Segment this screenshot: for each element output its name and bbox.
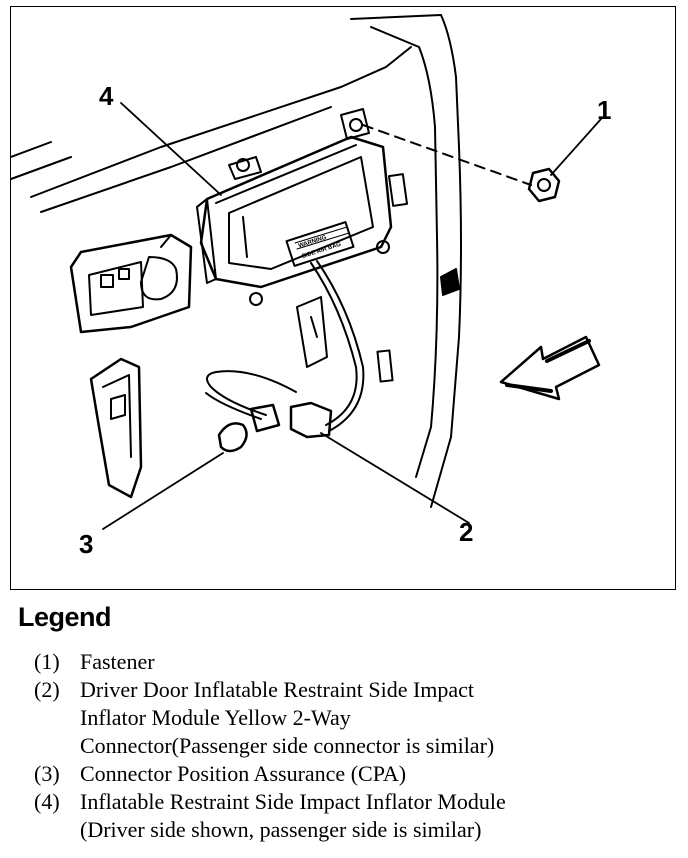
legend-item-number: (1) <box>34 649 60 674</box>
door-diagram: WARNING SIDE AIR BAG 1 2 3 4 <box>10 6 676 590</box>
callout-3: 3 <box>79 529 94 559</box>
legend-item-number: (2) <box>34 677 60 702</box>
lower-bracket <box>89 357 143 499</box>
door-inner-edge <box>370 26 439 478</box>
legend-list: (1) Fastener (2) Driver Door Inflatable … <box>34 648 506 844</box>
legend-item: (2) Driver Door Inflatable Restraint Sid… <box>34 676 506 760</box>
connector-2-way <box>289 401 333 439</box>
stud-top-right <box>349 118 363 132</box>
legend-item: (3) Connector Position Assurance (CPA) <box>34 760 506 788</box>
stud-bottom-left <box>249 292 263 306</box>
door-panel-line-2 <box>40 106 332 213</box>
door-panel-top <box>30 46 412 198</box>
direction-arrow <box>499 335 601 401</box>
fastener-path <box>362 124 532 186</box>
door-illustration: WARNING SIDE AIR BAG <box>11 14 602 530</box>
legend-item-text: Inflatable Restraint Side Impact Inflato… <box>80 789 506 842</box>
leader-1 <box>550 118 602 176</box>
callout-2: 2 <box>459 517 474 547</box>
stud-top-left <box>236 158 250 172</box>
inflator-module <box>199 135 393 289</box>
cpa-clip <box>217 422 248 453</box>
door-frame <box>350 14 462 508</box>
legend-item-number: (4) <box>34 789 60 814</box>
legend-item: (4) Inflatable Restraint Side Impact Inf… <box>34 788 506 844</box>
leader-3 <box>102 452 224 530</box>
legend-item-text: Driver Door Inflatable Restraint Side Im… <box>80 677 495 758</box>
callout-1: 1 <box>597 95 612 125</box>
leader-4 <box>120 102 222 196</box>
legend-item: (1) Fastener <box>34 648 506 676</box>
fastener-nut <box>527 167 561 203</box>
latch-bracket <box>69 233 193 334</box>
wiring-harness <box>310 262 358 426</box>
stud-bottom-right <box>376 240 390 254</box>
legend-title: Legend <box>18 602 112 632</box>
leader-2 <box>320 432 470 524</box>
legend-item-number: (3) <box>34 761 60 786</box>
legend-item-text: Fastener <box>80 649 155 674</box>
legend-item-text: Connector Position Assurance (CPA) <box>80 761 407 786</box>
callout-4: 4 <box>99 81 114 111</box>
